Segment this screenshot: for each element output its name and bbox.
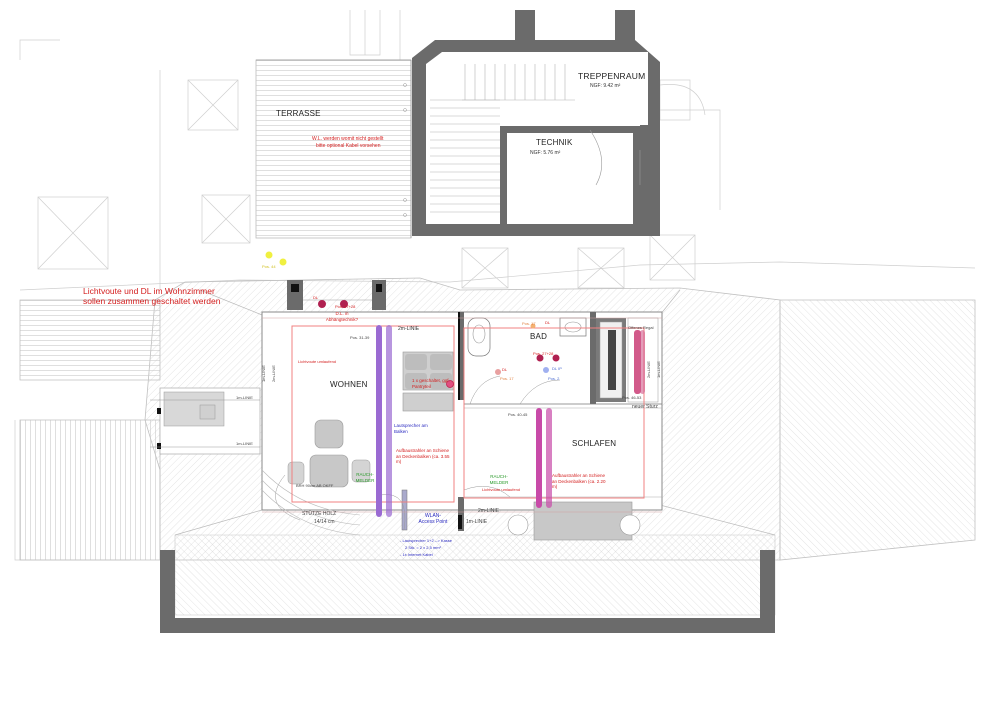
- main-note-line1: Lichtvoute und DL im Wohnzimmer: [83, 286, 215, 296]
- bad-dl-ip: DL IP: [552, 366, 562, 371]
- one-meter-line-vert: 1m-LINIE: [261, 365, 266, 382]
- dl-top-label: DL: [313, 295, 319, 300]
- brh-note: BRH 90cm AB OKFF: [296, 483, 334, 488]
- kabel-line1: - Lautsprecher 1+2 --> Kasse: [400, 538, 453, 543]
- dl-top-pos: Pos. 27+28: [335, 304, 356, 309]
- bad-pos-27-28: Pos. 27+28: [533, 351, 554, 356]
- room-label-technik: TECHNIK: [536, 138, 573, 147]
- aufbaustrahler-wohnen: Aufbaustrahler an Schiene an Deckenbalke…: [396, 448, 450, 465]
- light-fixtures: [265, 251, 560, 388]
- pos-31-39: Pos. 31-39: [350, 335, 370, 340]
- lichtvoute-wohnen: Lichtvoute umlaufend: [298, 359, 337, 364]
- two-meter-line-bottom: 2m-LINIE: [478, 508, 500, 514]
- technik-area: NGF: 5.76 m²: [530, 150, 561, 156]
- neuer-sturz: neuer Sturz: [632, 404, 658, 410]
- bad-dl-left: DL: [502, 367, 508, 372]
- room-label-treppenraum: TREPPENRAUM: [578, 71, 646, 81]
- room-label-terrasse: TERRASSE: [276, 109, 321, 118]
- pos-46-53: Pos. 46-53: [622, 395, 642, 400]
- bad-pos-2: Pos. 2: [548, 376, 560, 381]
- aufbaustrahler-schlafen: Aufbaustrahler an Schiene an Deckenbalke…: [552, 473, 606, 490]
- kabel-line2: 2 Stk. = 2 x 2,5 mm²: [405, 545, 441, 550]
- light-cove-lines: [291, 325, 645, 503]
- room-label-bad: BAD: [530, 332, 548, 341]
- terrasse-note-line1: W.L. werden womit nicht gestellt: [312, 136, 384, 142]
- offenes-regal: Offenes Regal: [628, 325, 654, 330]
- wlan-note: WLAN-Access Point: [418, 513, 448, 526]
- main-note-line2: sollen zusammen geschaltet werden: [83, 296, 221, 306]
- rauchmelder-schlafen: RAUCH-MELDER: [489, 474, 509, 485]
- apartment-interior: [261, 280, 663, 541]
- lichtvoute-schlafen: Lichtvoute umlaufend: [482, 487, 521, 492]
- bad-pos-17: Pos. 17: [522, 321, 536, 326]
- room-label-wohnen: WOHNEN: [330, 380, 368, 389]
- stuetze-label: STÜTZE HOLZ: [302, 511, 337, 517]
- two-meter-line-right: 2m-LINIE: [646, 361, 651, 378]
- two-meter-line-vert: 2m-LINIE: [271, 365, 276, 382]
- context-outline: [14, 10, 976, 561]
- one-meter-line-bottom: 1m-LINIE: [466, 519, 488, 525]
- bad-pos-17b: Pos. 17: [500, 376, 514, 381]
- terrace-pos-label: Pos. 44: [262, 264, 276, 269]
- lighting-bars: [376, 325, 645, 517]
- rauchmelder-wohnen: RAUCH-MELDER: [355, 472, 375, 483]
- two-meter-lines: [262, 317, 662, 513]
- pos-40-45: Pos. 40-45: [508, 412, 528, 417]
- dl-abhaengig: D.L. in Abhängtechnik?: [325, 311, 359, 322]
- terrasse-note-line2: bitte optional Kabel vorsehen: [316, 143, 381, 149]
- stuetze-dim: 14/14 cm: [314, 519, 335, 525]
- terrace-deck: [255, 59, 412, 239]
- two-meter-line-top: 2m-LINIE: [398, 326, 420, 332]
- kabel-line3: - 1x Internet Kabel: [400, 552, 433, 557]
- treppenraum-area: NGF: 9.42 m²: [590, 83, 621, 89]
- one-meter-line-right: 1m-LINIE: [656, 361, 661, 378]
- one-meter-line-left-b: 1m-LINIE: [236, 441, 253, 446]
- bad-dl: DL: [545, 320, 551, 325]
- one-meter-line-left-a: 1m-LINIE: [236, 395, 253, 400]
- lautsprecher-note: Lautsprecher am Balken: [394, 423, 428, 434]
- stairwell-block: [412, 10, 660, 236]
- geschaltet-note: 1 x geschaltet, ggf. Pantryteil: [412, 378, 450, 389]
- room-label-schlafen: SCHLAFEN: [572, 439, 617, 448]
